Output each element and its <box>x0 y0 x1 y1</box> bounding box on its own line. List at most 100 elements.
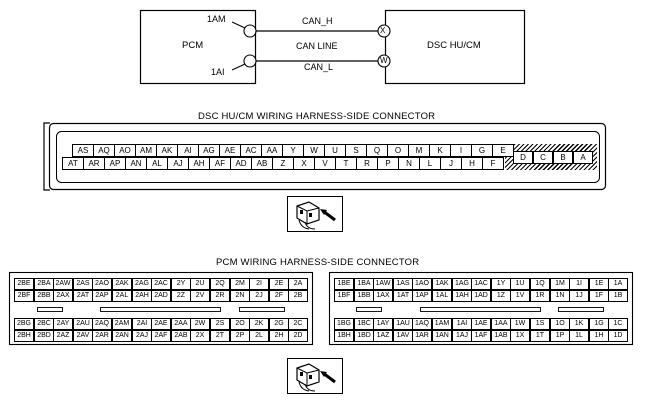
pcm-pin: 2BE <box>14 278 34 290</box>
terminal-w-label: W <box>380 56 388 65</box>
pcm-pin: 1AO <box>412 278 432 290</box>
connector-view-icon <box>287 196 343 232</box>
pcm-pin: 1C <box>608 318 628 330</box>
pcm-pin: 2BB <box>34 290 54 302</box>
pcm-pin: 1BE <box>334 278 354 290</box>
pcm-pin: 2BG <box>14 318 34 330</box>
pcm-pin: 2AZ <box>53 330 73 342</box>
dsc-pin: J <box>440 157 462 170</box>
pcm-pin: 1AP <box>412 290 432 302</box>
can-l-label: CAN_L <box>304 62 334 72</box>
pcm-pin: 1W <box>510 318 530 330</box>
pcm-pin: 1AJ <box>452 330 472 342</box>
terminal-x-label: X <box>380 26 386 35</box>
pcm-pin: 2AS <box>73 278 93 290</box>
pcm-pin: 2AN <box>112 330 132 342</box>
pcm-pin: 2I <box>249 278 269 290</box>
pcm-pin: 1AD <box>471 290 491 302</box>
pcm-pin: 1AQ <box>412 318 432 330</box>
pin-1am-label: 1AM <box>207 14 226 24</box>
pcm-pin: 1J <box>569 290 589 302</box>
pcm-pin: 2AX <box>53 290 73 302</box>
pcm-pin: 1G <box>589 318 609 330</box>
pcm-pin: 2AU <box>73 318 93 330</box>
pcm-pin: 1Y <box>491 278 511 290</box>
pcm-pin: 2P <box>230 330 250 342</box>
can-h-label: CAN_H <box>302 16 333 26</box>
pcm-pin: 2BF <box>14 290 34 302</box>
pcm-pin: 1I <box>569 278 589 290</box>
pcm-pin: 1BH <box>334 330 354 342</box>
pcm-pin: 2BC <box>34 318 54 330</box>
pcm-pin: 2Q <box>210 278 230 290</box>
pcm-pin: 2V <box>190 290 210 302</box>
dsc-terminal-x <box>377 24 391 38</box>
dsc-pin: F <box>482 157 504 170</box>
pcm-pin: 1AG <box>452 278 472 290</box>
pcm-pin: 1AX <box>373 290 393 302</box>
dsc-connector-title: DSC HU/CM WIRING HARNESS-SIDE CONNECTOR <box>198 111 436 122</box>
pcm-pin: 1E <box>589 278 609 290</box>
dsc-pin: H <box>461 157 483 170</box>
dsc-pin: Q <box>366 144 388 157</box>
pcm-pin: 1AZ <box>373 330 393 342</box>
pcm-pin: 1BG <box>334 318 354 330</box>
connector-view-icon <box>287 358 343 394</box>
pcm-pin: 2F <box>269 290 289 302</box>
pcm-pin: 1T <box>530 330 550 342</box>
pcm-pin: 1AK <box>432 278 452 290</box>
pcm-pin: 1F <box>589 290 609 302</box>
pcm-pin: 2C <box>288 318 308 330</box>
pcm-pin: 1AL <box>432 290 452 302</box>
pcm-pin: 1B <box>608 290 628 302</box>
pcm-pin: 1AI <box>452 318 472 330</box>
pcm-pin: 2AV <box>73 330 93 342</box>
pcm-pin: 1K <box>569 318 589 330</box>
pcm-pin: 1BB <box>354 290 374 302</box>
pin-1am-leader <box>231 21 246 29</box>
pcm-pin: 2J <box>249 290 269 302</box>
pcm-pin: 2L <box>249 330 269 342</box>
block-diagram-lines <box>139 9 526 85</box>
dsc-label: DSC HU/CM <box>427 40 481 51</box>
pcm-pin: 1AA <box>491 318 511 330</box>
pcm-pin: 2H <box>269 330 289 342</box>
pcm-pin: 1P <box>550 330 570 342</box>
dsc-pin: T <box>335 157 357 170</box>
pcm-pin: 2U <box>190 278 210 290</box>
pcm-pin: 1AM <box>432 318 452 330</box>
pcm-pin: 2AR <box>92 330 112 342</box>
dsc-box <box>384 9 526 85</box>
pcm-pin: 1AC <box>471 278 491 290</box>
pcm-pin: 2AK <box>112 278 132 290</box>
pcm-pin: 1V <box>510 290 530 302</box>
pcm-pin: 2W <box>190 318 210 330</box>
pcm-pin: 2AP <box>92 290 112 302</box>
pcm-pin: 1O <box>550 318 570 330</box>
pin-1ai-leader <box>231 63 246 71</box>
pcm-pin: 1AN <box>432 330 452 342</box>
pcm-pin: 1U <box>510 278 530 290</box>
pcm-pin: 2AL <box>112 290 132 302</box>
pcm-pin: 1AF <box>471 330 491 342</box>
pcm-pin: 1AS <box>393 278 413 290</box>
pcm-pin: 1BC <box>354 318 374 330</box>
pcm-pin: 1S <box>530 318 550 330</box>
pcm-label: PCM <box>182 40 204 51</box>
pcm-pin: 1D <box>608 330 628 342</box>
pcm-pin: 2D <box>288 330 308 342</box>
pcm-box <box>139 9 257 85</box>
can-line-label: CAN LINE <box>296 41 338 51</box>
pcm-connector-title: PCM WIRING HARNESS-SIDE CONNECTOR <box>216 257 420 268</box>
dsc-pin: N <box>398 157 420 170</box>
pcm-pin: 1BD <box>354 330 374 342</box>
pcm-pin: 1AW <box>373 278 393 290</box>
pcm-pin: 2B <box>288 290 308 302</box>
pcm-pin: 2AG <box>132 278 152 290</box>
pcm-pin: 1M <box>550 278 570 290</box>
pcm-pin: 1A <box>608 278 628 290</box>
pcm-pin-1ai-terminal <box>243 54 257 68</box>
pcm-pin: 2AO <box>92 278 112 290</box>
dsc-power-pin: D <box>513 151 533 164</box>
pcm-pin: 2AH <box>132 290 152 302</box>
